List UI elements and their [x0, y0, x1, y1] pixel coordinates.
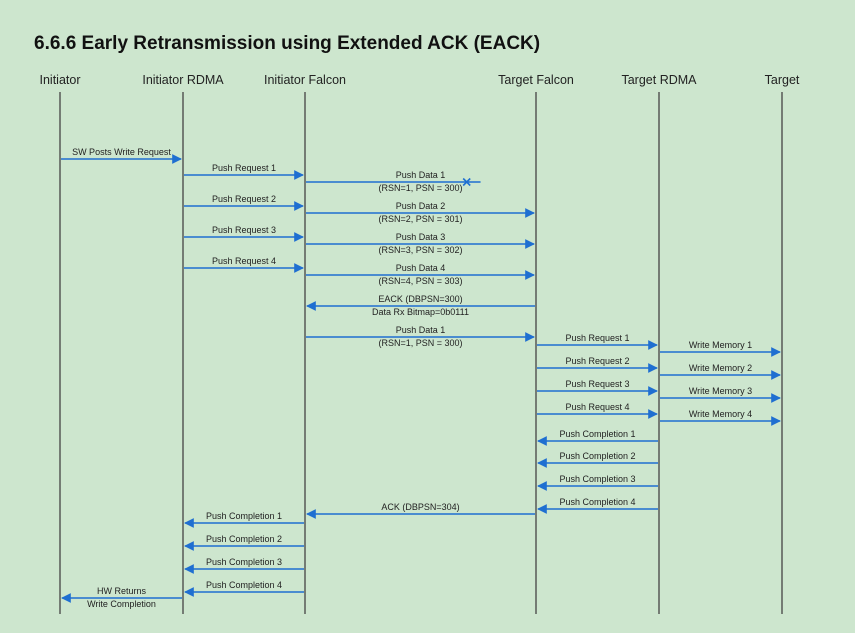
message: Push Data 1 (RSN=1, PSN = 300)	[306, 170, 481, 193]
message: Write Memory 2	[660, 363, 781, 380]
message-label: Push Completion 4	[206, 580, 282, 590]
message: Write Memory 4	[660, 409, 781, 426]
message: Push Request 2	[184, 194, 304, 211]
lifeline-label: Target	[765, 73, 800, 87]
message-label: Push Request 3	[565, 379, 629, 389]
message-label: Push Completion 2	[559, 451, 635, 461]
message-label: Write Memory 2	[689, 363, 752, 373]
message: Push Request 2	[537, 356, 658, 373]
message: Push Data 3 (RSN=3, PSN = 302)	[306, 232, 535, 255]
lifelines: Initiator Initiator RDMA Initiator Falcon T…	[40, 73, 800, 614]
message: ACK (DBPSN=304)	[306, 502, 535, 519]
message: Push Completion 2	[184, 534, 304, 551]
lifeline-initiator-falcon: Initiator Falcon	[264, 73, 346, 614]
message-label: Push Request 1	[212, 163, 276, 173]
message-label: Push Completion 3	[206, 557, 282, 567]
message-label: Write Completion	[87, 599, 156, 609]
message-label: Push Completion 1	[559, 429, 635, 439]
message-label: Write Memory 3	[689, 386, 752, 396]
message: Write Memory 3	[660, 386, 781, 403]
message: Push Request 3	[184, 225, 304, 242]
lifeline-label: Initiator Falcon	[264, 73, 346, 87]
message: Push Request 1	[537, 333, 658, 350]
message: Push Request 4	[537, 402, 658, 419]
message: Push Completion 4	[537, 497, 658, 514]
message-label: Push Request 1	[565, 333, 629, 343]
message-label: (RSN=1, PSN = 300)	[378, 183, 462, 193]
lifeline-target: Target	[765, 73, 800, 614]
lifeline-label: Initiator	[40, 73, 81, 87]
message: Push Completion 3	[184, 557, 304, 574]
message-label: Data Rx Bitmap=0b0111	[372, 307, 469, 317]
message-label: SW Posts Write Request	[72, 147, 171, 157]
message: EACK (DBPSN=300) Data Rx Bitmap=0b0111	[306, 294, 535, 317]
message: Write Memory 1	[660, 340, 781, 357]
page-title: 6.6.6 Early Retransmission using Extende…	[34, 33, 541, 54]
message: Push Request 1	[184, 163, 304, 180]
message-label: (RSN=4, PSN = 303)	[378, 276, 462, 286]
message: SW Posts Write Request	[61, 147, 182, 164]
message: Push Completion 4	[184, 580, 304, 597]
message: Push Completion 2	[537, 451, 658, 468]
lifeline-initiator: Initiator	[40, 73, 81, 614]
lifeline-label: Target Falcon	[498, 73, 574, 87]
message-label: Push Request 2	[212, 194, 276, 204]
lifeline-target-falcon: Target Falcon	[498, 73, 574, 614]
message: Push Completion 3	[537, 474, 658, 491]
message-label: ACK (DBPSN=304)	[381, 502, 459, 512]
message: Push Request 4	[184, 256, 304, 273]
packet-lost-icon	[462, 177, 471, 187]
message: Push Data 2 (RSN=2, PSN = 301)	[306, 201, 535, 224]
lifeline-label: Target RDMA	[621, 73, 697, 87]
message-label: (RSN=2, PSN = 301)	[378, 214, 462, 224]
message-label: Push Data 2	[396, 201, 446, 211]
message-label: Push Completion 3	[559, 474, 635, 484]
message: Push Completion 1	[537, 429, 658, 446]
message-label: EACK (DBPSN=300)	[378, 294, 462, 304]
message-label: Push Data 3	[396, 232, 446, 242]
message-label: Push Data 1	[396, 325, 446, 335]
lifeline-label: Initiator RDMA	[142, 73, 224, 87]
message-label: Push Data 1	[396, 170, 446, 180]
message-label: Write Memory 4	[689, 409, 752, 419]
lifeline-target-rdma: Target RDMA	[621, 73, 697, 614]
message-label: Push Request 2	[565, 356, 629, 366]
message: Push Completion 1	[184, 511, 304, 528]
message: Push Data 1 (RSN=1, PSN = 300)	[306, 325, 535, 348]
message-label: Push Request 3	[212, 225, 276, 235]
lifeline-initiator-rdma: Initiator RDMA	[142, 73, 224, 614]
message-label: Push Request 4	[212, 256, 276, 266]
message-label: Push Completion 1	[206, 511, 282, 521]
message-label: Push Request 4	[565, 402, 629, 412]
message-label: (RSN=1, PSN = 300)	[378, 338, 462, 348]
message-label: Write Memory 1	[689, 340, 752, 350]
message-label: Push Data 4	[396, 263, 446, 273]
message-label: Push Completion 2	[206, 534, 282, 544]
message-label: HW Returns	[97, 586, 147, 596]
message-label: Push Completion 4	[559, 497, 635, 507]
message: Push Request 3	[537, 379, 658, 396]
message-label: (RSN=3, PSN = 302)	[378, 245, 462, 255]
message: Push Data 4 (RSN=4, PSN = 303)	[306, 263, 535, 286]
